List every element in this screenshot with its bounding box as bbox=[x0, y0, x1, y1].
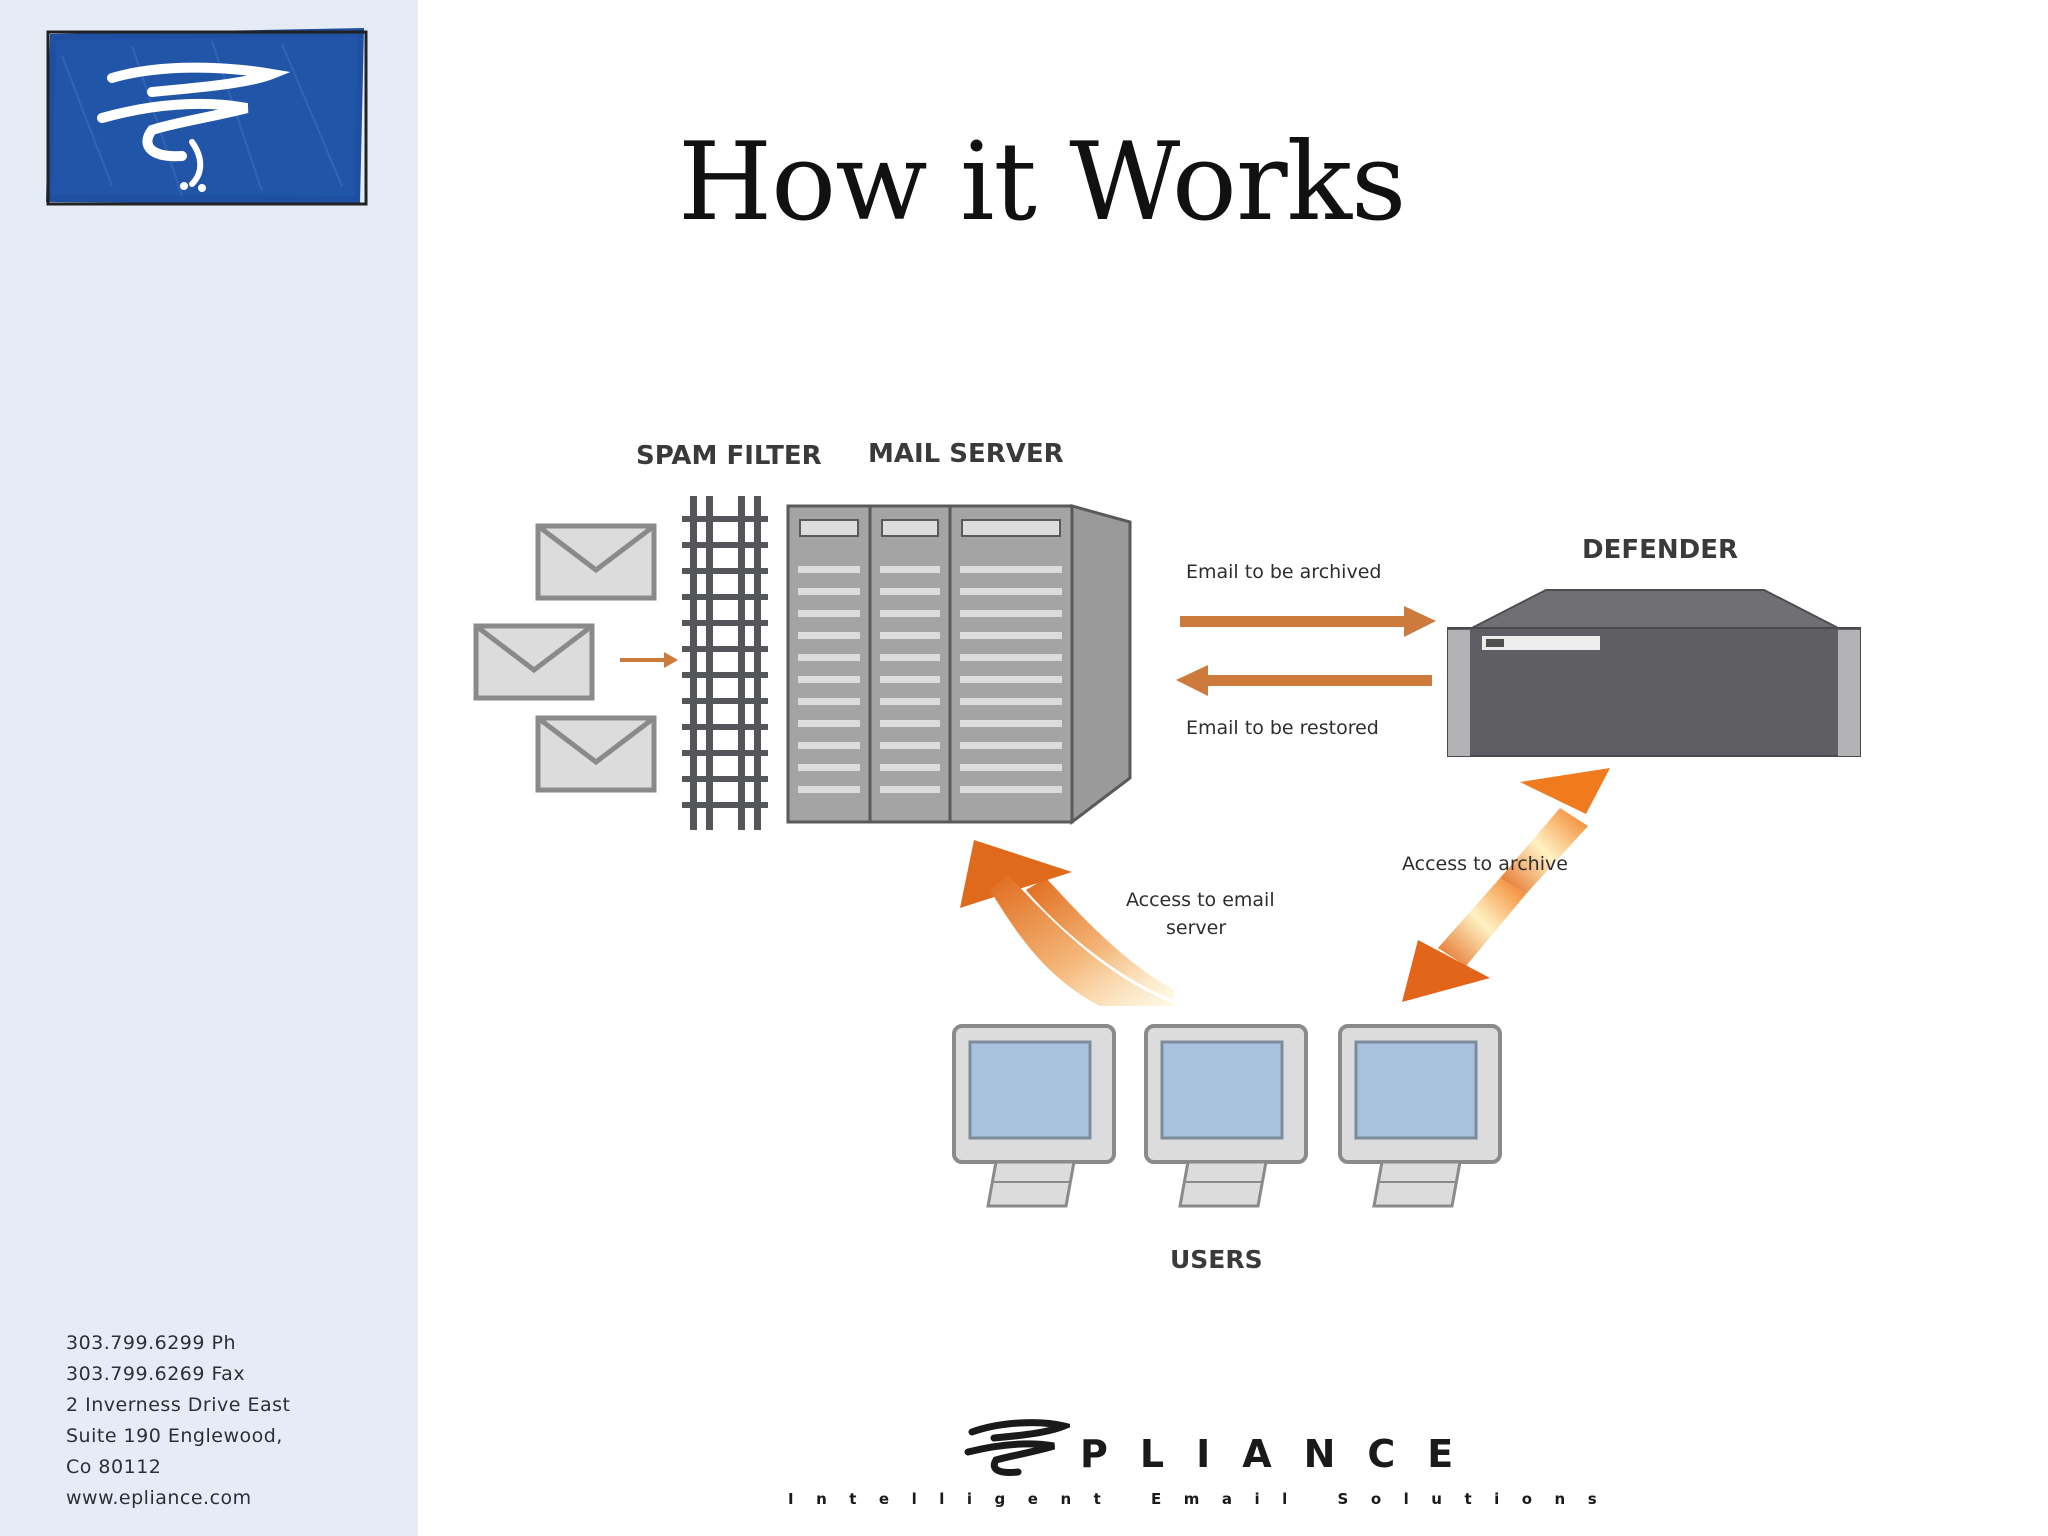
spam-filter-grid bbox=[682, 496, 768, 830]
brand-tagline: Intelligent Email Solutions bbox=[788, 1490, 1620, 1508]
email-restored-label: Email to be restored bbox=[1186, 717, 1379, 739]
user-monitor-icon bbox=[952, 1024, 1116, 1208]
user-monitor-icon bbox=[1144, 1024, 1308, 1208]
arrow-icon bbox=[960, 840, 1180, 1006]
epliance-mark-icon bbox=[964, 1419, 1070, 1476]
arrow-icon bbox=[1402, 768, 1610, 1002]
arrow-icon bbox=[620, 652, 678, 668]
mail-server-label: MAIL SERVER bbox=[868, 439, 1064, 469]
access-email-label-line2: server bbox=[1166, 917, 1226, 939]
slide-title: How it Works bbox=[678, 120, 1406, 245]
arrow-icon bbox=[1176, 665, 1432, 696]
contact-info: 303.799.6299 Ph 303.799.6269 Fax 2 Inver… bbox=[66, 1328, 406, 1514]
envelope-icon bbox=[473, 623, 595, 701]
website-link[interactable]: www.epliance.com bbox=[66, 1487, 252, 1509]
fax-number: 303.799.6269 Fax bbox=[66, 1363, 246, 1385]
defender-appliance-icon bbox=[1447, 589, 1861, 757]
address-line-3: Co 80112 bbox=[66, 1456, 162, 1478]
address-line-1: 2 Inverness Drive East bbox=[66, 1394, 291, 1416]
mail-server-icon bbox=[786, 504, 1132, 826]
sidebar: 303.799.6299 Ph 303.799.6269 Fax 2 Inver… bbox=[0, 0, 418, 1536]
user-monitor-icon bbox=[1338, 1024, 1502, 1208]
envelope-icon bbox=[535, 715, 657, 793]
arrow-icon bbox=[1180, 606, 1436, 637]
envelope-icon bbox=[535, 523, 657, 601]
address-line-2: Suite 190 Englewood, bbox=[66, 1425, 283, 1447]
footer-brand: PLIANCE Intelligent Email Solutions bbox=[760, 1410, 1710, 1520]
brand-name: PLIANCE bbox=[1080, 1432, 1486, 1476]
email-archived-label: Email to be archived bbox=[1186, 561, 1381, 583]
epliance-logo bbox=[42, 26, 372, 208]
users-label: USERS bbox=[1170, 1245, 1263, 1274]
phone-number: 303.799.6299 Ph bbox=[66, 1332, 237, 1354]
access-archive-label: Access to archive bbox=[1402, 853, 1568, 875]
defender-label: DEFENDER bbox=[1582, 535, 1738, 565]
architecture-diagram: SPAM FILTER MAIL SERVER DEFENDER USERS bbox=[460, 420, 1920, 1304]
access-email-label: Access to email bbox=[1126, 889, 1275, 911]
spam-filter-label: SPAM FILTER bbox=[636, 441, 822, 471]
